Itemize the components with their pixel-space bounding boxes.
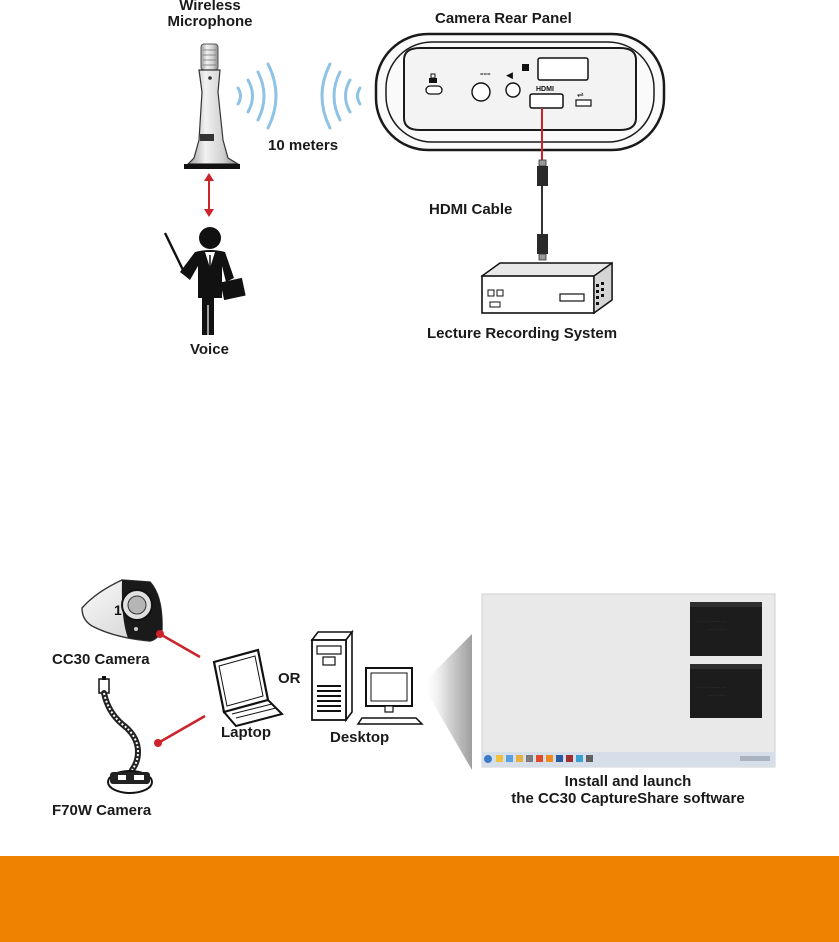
f70w-camera-label: F70W Camera [52, 802, 152, 819]
svg-text:===: === [480, 72, 491, 78]
presenter-icon [163, 227, 246, 335]
svg-text:⇌: ⇌ [577, 90, 584, 99]
footer-bar [0, 856, 839, 942]
voice-label: Voice [190, 341, 229, 358]
software-screenshot: · · · · · · · · · · · · · · · · · · · · … [481, 593, 776, 768]
cc30-connection-line [159, 632, 201, 659]
install-caption: Install and launch the CC30 CaptureShare… [511, 773, 745, 807]
cc30-camera-icon: 1 [81, 579, 163, 642]
taskbar [482, 752, 775, 767]
f70w-connection-line [157, 714, 206, 745]
captureshare-window-1 [690, 602, 762, 656]
svg-text:1: 1 [114, 602, 122, 618]
laptop-icon [212, 648, 284, 728]
distance-label: 10 meters [268, 137, 339, 154]
camera-rear-panel-label: Camera Rear Panel [435, 10, 572, 27]
projection-shape [422, 634, 472, 770]
f70w-camera-icon [98, 676, 153, 794]
camera-rear-panel-icon: === ◀ HDMI ⇌ [374, 32, 666, 152]
lecture-recording-system-icon [480, 261, 613, 315]
or-label: OR [278, 670, 301, 687]
desktop-icon [310, 629, 424, 725]
hdmi-cable-icon [537, 159, 548, 261]
hdmi-port-label: HDMI [536, 86, 554, 93]
hdmi-cable-label: HDMI Cable [429, 201, 513, 218]
wireless-microphone-icon [184, 43, 241, 169]
voice-arrow [204, 173, 214, 217]
captureshare-window-2 [690, 664, 762, 718]
svg-text:· · · · · · · · · · · · · · ·: · · · · · · · · · · · · · · · · [697, 685, 726, 689]
svg-text:· · · · · · · · · · ·: · · · · · · · · · · · [707, 627, 726, 631]
desktop-label: Desktop [330, 729, 390, 746]
svg-text:◀: ◀ [506, 70, 513, 80]
lecture-recording-system-label: Lecture Recording System [427, 325, 618, 342]
cc30-camera-label: CC30 Camera [52, 651, 150, 668]
svg-text:· · · · · · · · · · · · · · ·: · · · · · · · · · · · · · · · · [697, 619, 726, 623]
wireless-microphone-label: Wireless Microphone [167, 0, 253, 30]
svg-text:· · · · · · · · · · ·: · · · · · · · · · · · [707, 693, 726, 697]
signal-waves-icon [236, 62, 362, 130]
laptop-label: Laptop [221, 724, 271, 741]
